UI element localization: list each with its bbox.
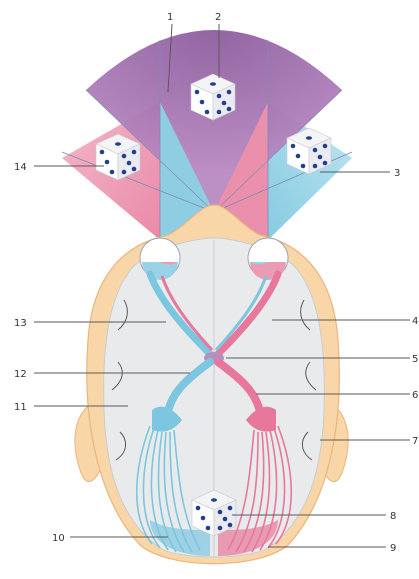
die-right-field-icon xyxy=(287,128,331,174)
label-4: 4 xyxy=(412,316,418,327)
label-2: 2 xyxy=(215,12,221,23)
label-12: 12 xyxy=(14,369,27,380)
label-14: 14 xyxy=(14,162,27,173)
label-5: 5 xyxy=(412,354,418,365)
label-10: 10 xyxy=(52,533,65,544)
label-7: 7 xyxy=(412,436,418,447)
die-center-top-icon xyxy=(191,74,235,120)
label-3: 3 xyxy=(394,168,400,179)
label-1: 1 xyxy=(167,12,173,23)
die-left-field-icon xyxy=(96,134,140,180)
die-cortex-icon xyxy=(192,490,236,536)
label-8: 8 xyxy=(390,511,396,522)
label-9: 9 xyxy=(390,543,396,554)
label-13: 13 xyxy=(14,318,27,329)
label-6: 6 xyxy=(412,390,418,401)
label-11: 11 xyxy=(14,402,27,413)
